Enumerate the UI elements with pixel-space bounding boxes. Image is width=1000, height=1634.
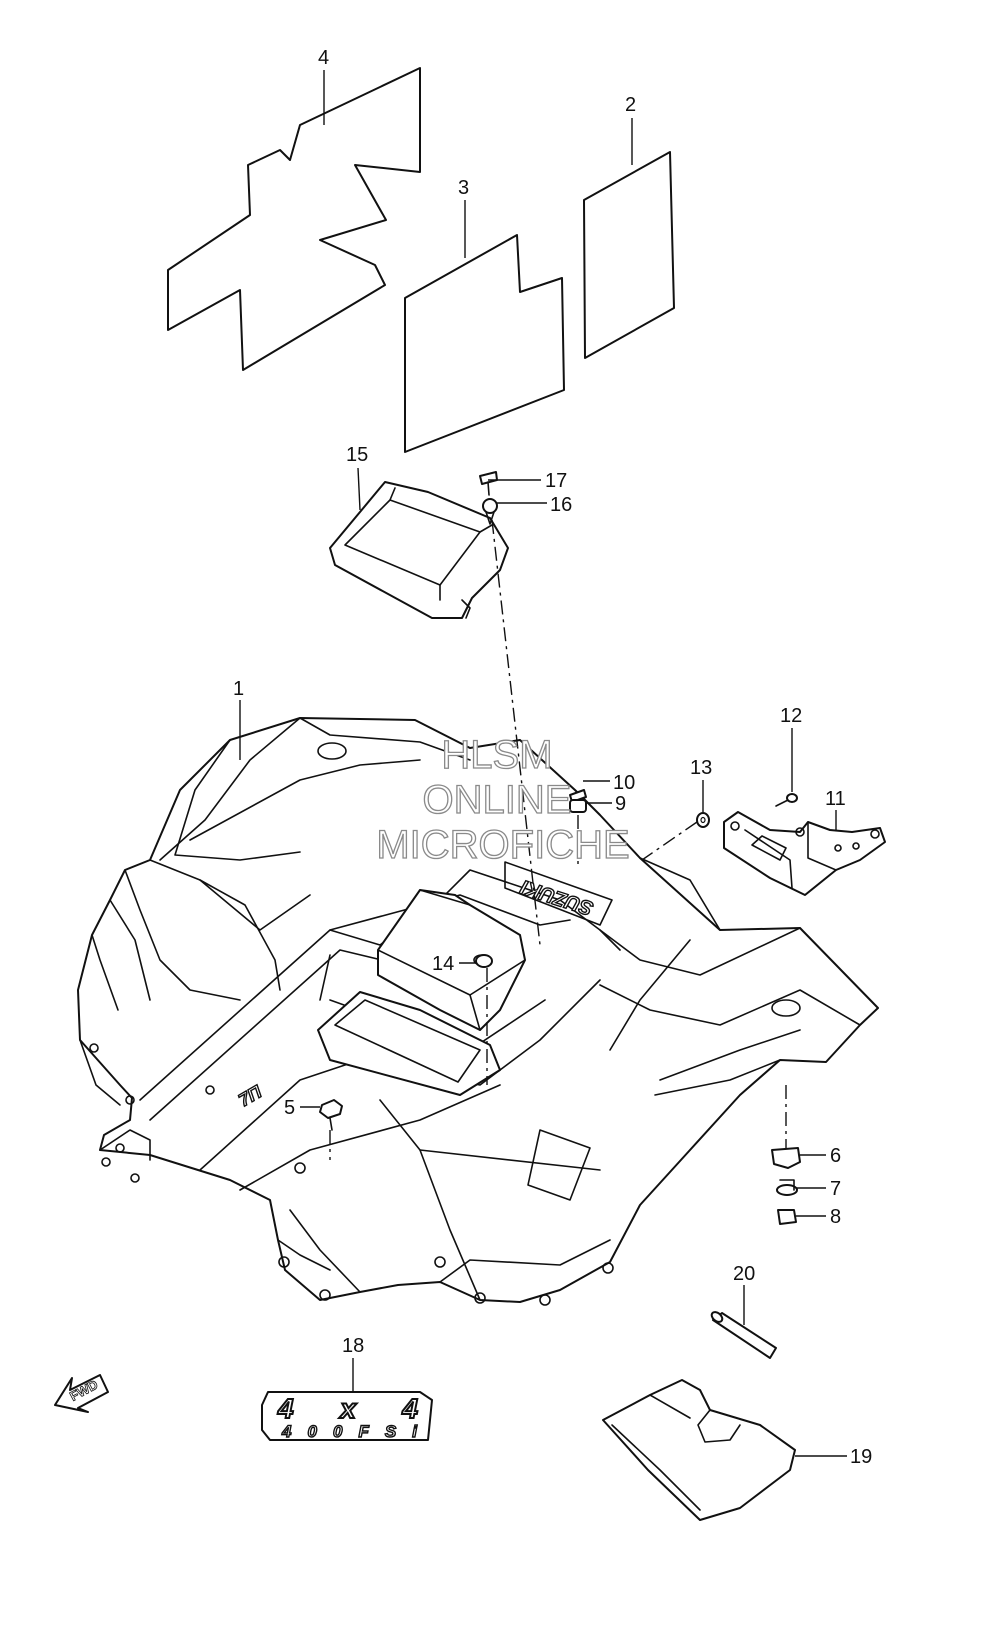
part-14-grommet: [475, 954, 493, 968]
watermark: HLSM ONLINE MICROFICHE: [376, 732, 631, 867]
part-4-sticker: [167, 67, 421, 371]
part-7-collar: [776, 1179, 798, 1196]
callout-1: 1: [233, 678, 244, 700]
part-13-washer: [696, 812, 710, 828]
callout-4: 4: [318, 47, 329, 69]
callout-6: 6: [830, 1145, 841, 1167]
callout-20: 20: [733, 1263, 755, 1285]
forward-arrow: FWD: [54, 1374, 109, 1413]
callout-labels: 4 2 3 15 17 16 1 12 13 10 9 11 14 5 6 7 …: [233, 47, 872, 1468]
watermark-line3: MICROFICHE: [376, 823, 629, 867]
callout-18: 18: [342, 1335, 364, 1357]
callout-8: 8: [830, 1206, 841, 1228]
part-19-pad: [602, 1379, 796, 1521]
callout-7: 7: [830, 1178, 841, 1200]
callout-16: 16: [550, 494, 572, 516]
part-2-sticker: [583, 151, 675, 359]
part-1-rear-fender: SUZUKI 7Π: [77, 717, 879, 1306]
part-5-bolt: [319, 1099, 343, 1131]
callout-9: 9: [615, 793, 626, 815]
part-8-bolt: [777, 1209, 797, 1225]
callout-5: 5: [284, 1097, 295, 1119]
callout-11: 11: [825, 788, 846, 810]
part-9-nut: [569, 799, 587, 813]
part-3-sticker: [404, 234, 565, 453]
callout-2: 2: [625, 94, 636, 116]
callout-10: 10: [613, 772, 635, 794]
part-12-screw: [775, 793, 798, 807]
leader-lines: [239, 70, 847, 1457]
callout-13: 13: [690, 757, 712, 779]
part-18-emblem: 4x4 400FSi: [261, 1391, 433, 1442]
part-17-screw: [479, 471, 498, 496]
part-15-tray: [329, 481, 509, 619]
watermark-line2: ONLINE: [423, 778, 572, 822]
callout-17: 17: [545, 470, 567, 492]
callout-3: 3: [458, 177, 469, 199]
part-11-bracket: [723, 811, 886, 896]
callout-12: 12: [780, 705, 802, 727]
part-6-cushion: [771, 1147, 801, 1169]
watermark-line1: HLSM: [441, 733, 552, 777]
callout-14: 14: [432, 953, 454, 975]
callout-15: 15: [346, 444, 368, 466]
callout-19: 19: [850, 1446, 872, 1468]
part-16-nut: [482, 498, 498, 525]
part-20-pipe: [710, 1311, 777, 1359]
